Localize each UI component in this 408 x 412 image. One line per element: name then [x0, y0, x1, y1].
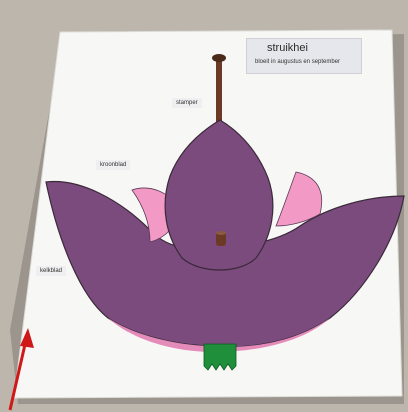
card-subtitle: bloeit in augustus en september [255, 59, 340, 65]
kelkblad-label: kelkblad [36, 266, 66, 276]
kroonblad-label: kroonblad [96, 160, 130, 170]
stamper-label: stamper [172, 98, 202, 108]
card-title: struikhei [267, 42, 308, 54]
stamper-tip [212, 54, 226, 62]
center-knob-top [216, 231, 226, 235]
title-card: struikhei bloeit in augustus en septembe… [246, 38, 362, 74]
